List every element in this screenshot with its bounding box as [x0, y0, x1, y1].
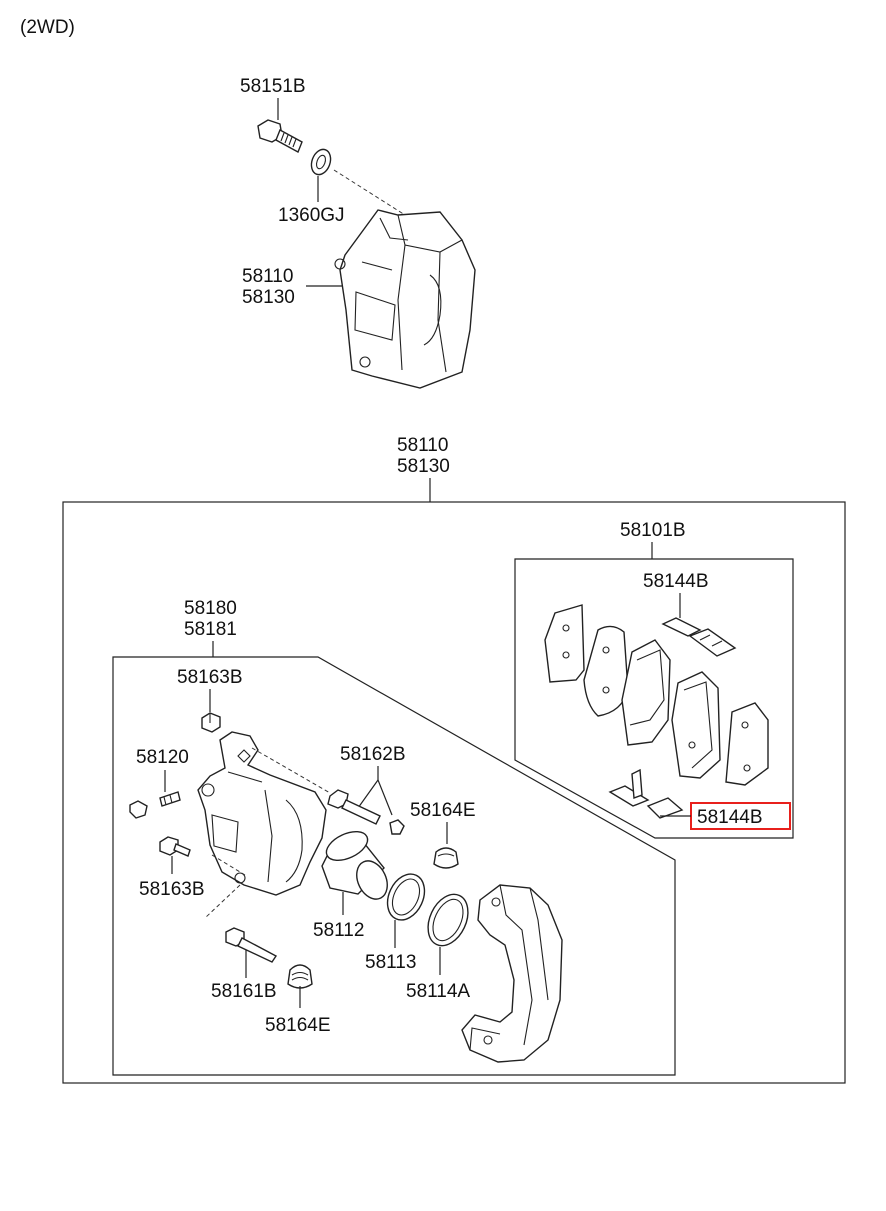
label-58144B-upper[interactable]: 58144B: [643, 571, 709, 592]
boot-58164E-bottom: [287, 964, 313, 989]
label-58161B[interactable]: 58161B: [211, 981, 277, 1002]
pad-clips-upper: [661, 617, 737, 657]
label-58180[interactable]: 58180: [184, 598, 237, 619]
pad-kit-box: [514, 558, 794, 839]
pad-clips-lower: [608, 768, 684, 819]
label-58162B[interactable]: 58162B: [340, 744, 406, 765]
brake-pads-set: [544, 604, 769, 786]
boot-58114A: [427, 893, 469, 947]
caliper-assembly-top: [334, 209, 476, 389]
label-58163B-top[interactable]: 58163B: [177, 667, 243, 688]
variant-note: (2WD): [20, 17, 75, 38]
label-58112[interactable]: 58112: [313, 920, 364, 941]
label-58151B[interactable]: 58151B: [240, 76, 306, 97]
caliper-body-box: [112, 656, 676, 1076]
label-58144B-lower[interactable]: 58144B: [697, 807, 763, 828]
caliper-bracket: [461, 884, 563, 1063]
label-58163B-bottom[interactable]: 58163B: [139, 879, 205, 900]
bolt-58163B-top: [201, 712, 221, 733]
label-58113[interactable]: 58113: [365, 952, 416, 973]
bolt-58151B: [257, 119, 303, 153]
guide-pin-58161B: [225, 927, 278, 963]
label-58110-mid[interactable]: 58110: [397, 435, 448, 456]
boot-58164E-right: [433, 847, 459, 869]
label-58101B[interactable]: 58101B: [620, 520, 686, 541]
label-58130-mid[interactable]: 58130: [397, 456, 450, 477]
label-58114A[interactable]: 58114A: [406, 981, 470, 1002]
label-58120[interactable]: 58120: [136, 747, 189, 768]
label-58110-top[interactable]: 58110: [242, 266, 293, 287]
bleeder-58120: [129, 791, 181, 819]
washer-1360GJ: [310, 148, 332, 176]
label-58164E-right[interactable]: 58164E: [410, 800, 476, 821]
label-1360GJ[interactable]: 1360GJ: [278, 205, 345, 226]
label-58164E-bottom[interactable]: 58164E: [265, 1015, 331, 1036]
piston-58112: [321, 830, 388, 900]
seal-58113: [386, 873, 426, 921]
label-58181[interactable]: 58181: [184, 619, 237, 640]
bolt-58163B-bottom: [159, 836, 191, 857]
label-58130-top[interactable]: 58130: [242, 287, 295, 308]
guide-pin-58162B: [327, 789, 405, 835]
caliper-body: [197, 731, 327, 896]
outer-assembly-box: [62, 501, 846, 1084]
